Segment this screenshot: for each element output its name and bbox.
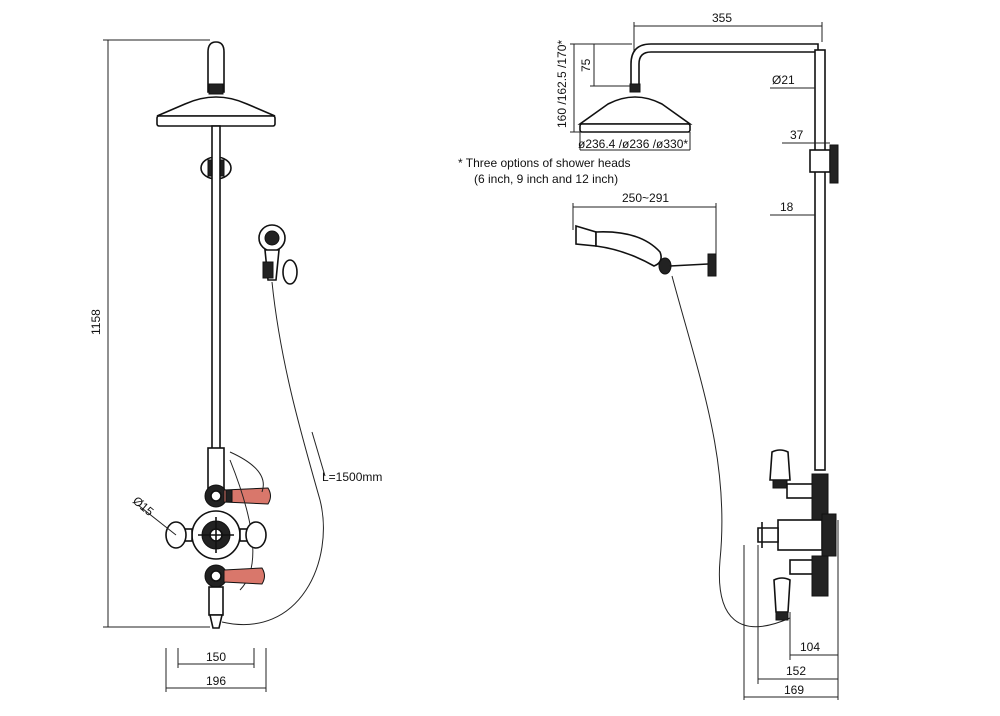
depth-152-label: 152	[786, 664, 806, 678]
upper-lever	[223, 487, 271, 505]
hose-length-label: L=1500mm	[322, 470, 382, 484]
side-lower-collar	[775, 611, 789, 621]
inlet-label: Ø15	[130, 494, 157, 520]
handset-holder	[282, 259, 298, 285]
bracket-label: 37	[790, 128, 804, 142]
depth-169-label: 169	[784, 683, 804, 697]
arm-length-label: 355	[712, 11, 732, 25]
side-wall-flange	[821, 513, 837, 557]
side-handset-handle	[595, 231, 662, 267]
side-diverter	[786, 483, 816, 499]
side-rose-top	[577, 96, 693, 125]
flow-knob-cap	[210, 570, 222, 582]
rose-drop-label: 75	[579, 58, 593, 72]
upper-rotation-arc	[229, 451, 264, 493]
note-line1: * Three options of shower heads	[458, 156, 631, 170]
riser-dia-label: Ø21	[772, 73, 795, 87]
side-wall-bracket	[809, 149, 831, 173]
side-holder-plate	[707, 253, 717, 277]
side-lower-handle	[773, 577, 791, 613]
width-inner-label: 150	[206, 650, 226, 664]
inlet-leader	[137, 504, 177, 536]
handset-face	[264, 230, 280, 246]
side-handset-holder	[658, 257, 672, 275]
head-dia-label: ø236.4 /ø236 /ø330*	[578, 137, 688, 151]
side-upper-collar	[772, 479, 788, 489]
side-hose	[671, 275, 791, 628]
side-wall-plate	[829, 144, 839, 184]
handset-length-label: 250~291	[622, 191, 669, 205]
shower-rose-face	[156, 115, 276, 127]
rail-label: 18	[780, 200, 794, 214]
upper-lever-collar	[225, 489, 233, 503]
outlet-nipple	[208, 614, 224, 629]
arm-nut	[208, 83, 224, 95]
lower-lever	[223, 567, 265, 585]
side-view: 355 160 /162.5 /170* 75 ø236.4 /ø236 /ø3…	[458, 11, 839, 700]
note-line2: (6 inch, 9 inch and 12 inch)	[474, 172, 618, 186]
riser-rail	[211, 125, 221, 451]
side-thermo-body	[777, 519, 823, 551]
side-holder-arm	[669, 263, 709, 267]
side-upper-handle	[769, 449, 791, 481]
hose-leader	[311, 431, 326, 477]
side-handset-head	[575, 224, 597, 247]
handset-holder-clip	[262, 261, 274, 279]
head-height-label: 160 /162.5 /170*	[555, 40, 569, 128]
diverter-knob-cap	[210, 490, 222, 502]
depth-104-label: 104	[800, 640, 820, 654]
width-outer-label: 196	[206, 674, 226, 688]
shower-rose-top	[156, 96, 276, 117]
side-valve-bottom	[811, 555, 829, 597]
side-crosshead	[757, 527, 779, 543]
height-label: 1158	[89, 309, 103, 335]
side-arm-nut	[629, 83, 641, 93]
inlet-right-flange	[245, 521, 267, 549]
valve-lower-body	[208, 586, 224, 616]
front-view: 1158 Ø15	[89, 39, 382, 692]
hose	[221, 281, 324, 625]
gooseneck-arm	[207, 41, 225, 93]
side-riser-rail	[814, 49, 826, 471]
side-rose-face	[579, 123, 691, 133]
